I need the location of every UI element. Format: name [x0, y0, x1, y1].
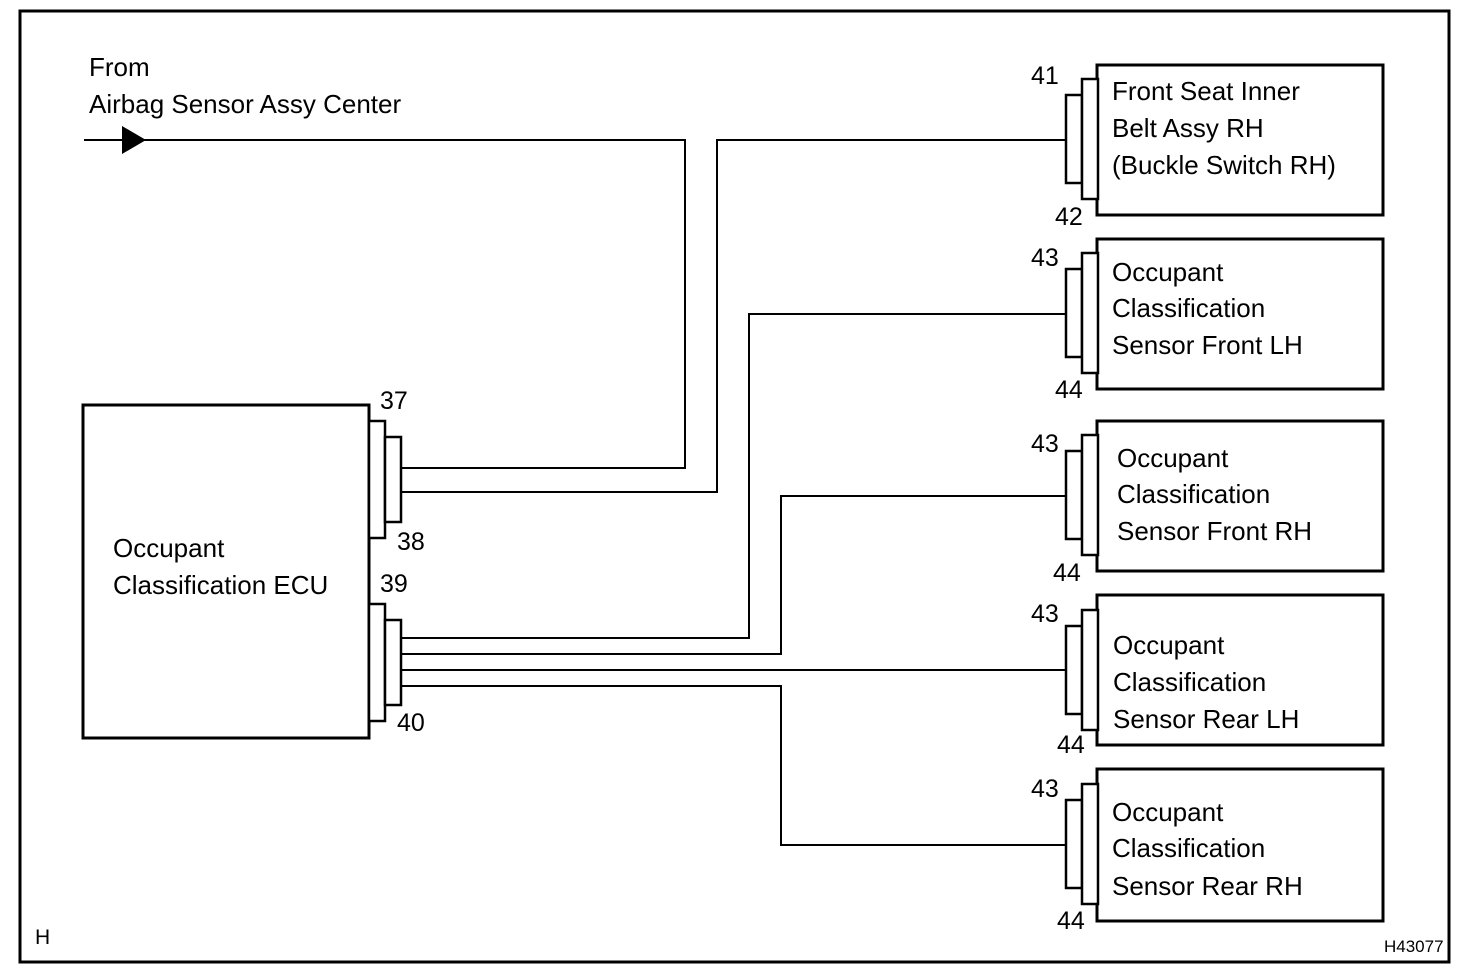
ecu-pin-37: 37 — [380, 387, 408, 415]
component-connector-inner — [1080, 433, 1100, 557]
component-sensor-rear-rh: 43 44 Occupant Classification Sensor Rea… — [1031, 767, 1385, 935]
component-sensor-front-lh: 43 44 Occupant Classification Sensor Fro… — [1031, 237, 1385, 404]
component-connector-outer — [1064, 267, 1084, 359]
source-label-line1: From — [89, 52, 150, 82]
wire-buckle-switch — [400, 139, 1066, 493]
component-label-line3: (Buckle Switch RH) — [1112, 150, 1336, 180]
component-pin-bottom: 44 — [1055, 376, 1083, 404]
ecu-pin-39: 39 — [380, 570, 408, 598]
ecu-connector-lower-inner — [383, 618, 403, 707]
component-pin-top: 43 — [1031, 244, 1059, 272]
component-connector-outer — [1064, 798, 1084, 890]
ecu-block: Occupant Classification ECU 37 38 39 40 — [81, 387, 425, 740]
component-connector-outer — [1064, 449, 1084, 541]
component-pin-top: 43 — [1031, 775, 1059, 803]
component-connector-inner — [1080, 251, 1100, 375]
component-buckle-switch-rh: 41 42 Front Seat Inner Belt Assy RH (Buc… — [1031, 62, 1385, 231]
component-connector-inner — [1080, 77, 1100, 201]
component-label-line3: Sensor Rear RH — [1112, 871, 1303, 901]
component-pin-top: 43 — [1031, 600, 1059, 628]
component-pin-bottom: 42 — [1055, 203, 1083, 231]
component-label-line2: Belt Assy RH — [1112, 113, 1264, 143]
corner-label: H — [35, 926, 50, 949]
component-label-line1: Occupant — [1117, 443, 1229, 473]
component-sensor-rear-lh: 43 44 Occupant Classification Sensor Rea… — [1031, 593, 1385, 759]
ecu-connector-upper-inner — [383, 435, 403, 524]
ecu-box — [81, 403, 371, 740]
component-pin-bottom: 44 — [1057, 907, 1085, 935]
component-pin-top: 41 — [1031, 62, 1059, 90]
component-connector-inner — [1080, 608, 1100, 732]
component-label-line2: Classification — [1113, 667, 1266, 697]
wire-sensor-front-lh — [400, 313, 1066, 639]
component-label-line1: Occupant — [1113, 630, 1225, 660]
wires — [84, 139, 1066, 846]
ecu-pin-40: 40 — [397, 709, 425, 737]
component-pin-bottom: 44 — [1057, 731, 1085, 759]
component-connector-outer — [1064, 624, 1084, 716]
component-label-line2: Classification — [1112, 833, 1265, 863]
ecu-connector-lower-outer — [367, 602, 387, 723]
ecu-connector-upper-outer — [367, 419, 387, 540]
component-label-line1: Occupant — [1112, 257, 1224, 287]
wire-airbag-to-ecu — [84, 139, 686, 469]
component-pin-top: 43 — [1031, 430, 1059, 458]
component-label-line3: Sensor Front LH — [1112, 330, 1303, 360]
component-label-line1: Occupant — [1112, 797, 1224, 827]
wire-sensor-front-rh — [400, 495, 1066, 655]
component-label-line3: Sensor Front RH — [1117, 516, 1312, 546]
source-label-line2: Airbag Sensor Assy Center — [89, 89, 401, 119]
diagram-frame — [18, 9, 1451, 964]
figure-id: H43077 — [1384, 937, 1444, 956]
component-label-line2: Classification — [1117, 479, 1270, 509]
component-label-line2: Classification — [1112, 293, 1265, 323]
component-sensor-front-rh: 43 44 Occupant Classification Sensor Fro… — [1031, 419, 1385, 587]
component-pin-bottom: 44 — [1053, 559, 1081, 587]
ecu-label-line2: Classification ECU — [113, 570, 328, 600]
component-label-line1: Front Seat Inner — [1112, 76, 1300, 106]
wire-sensor-rear-rh — [400, 685, 1066, 846]
component-label-line3: Sensor Rear LH — [1113, 704, 1299, 734]
ecu-label-line1: Occupant — [113, 533, 225, 563]
ecu-pin-38: 38 — [397, 528, 425, 556]
component-connector-outer — [1064, 93, 1084, 185]
component-connector-inner — [1080, 782, 1100, 906]
